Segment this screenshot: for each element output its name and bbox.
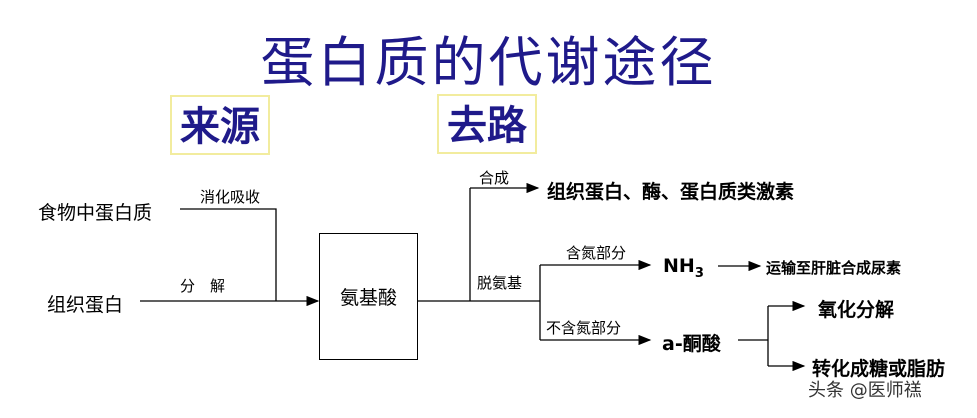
deamination-label: 脱氨基: [477, 274, 523, 292]
fate-header: 去路: [437, 94, 537, 154]
amino-acid-box: 氨基酸: [319, 233, 418, 360]
source-header: 来源: [170, 95, 270, 155]
nh3-main: NH: [663, 255, 695, 277]
digestion-label: 消化吸收: [200, 188, 261, 206]
tissue-protein-node: 组织蛋白: [47, 294, 124, 316]
nh3-subscript: 3: [694, 265, 704, 281]
amino-acid-label: 氨基酸: [339, 287, 397, 309]
page-title: 蛋白质的代谢途径: [260, 31, 717, 94]
oxidation-node: 氧化分解: [818, 299, 895, 321]
liver-urea-node: 运输至肝脏合成尿素: [766, 259, 902, 277]
digestion-line: [180, 208, 277, 301]
food-protein-node: 食物中蛋白质: [38, 202, 153, 224]
watermark: 头条 @医师禚: [808, 380, 922, 401]
synthesis-label: 合成: [479, 169, 510, 187]
non-nitrogen-part-label: 不含氮部分: [546, 319, 622, 337]
synthesis-products-node: 组织蛋白、酶、蛋白质类激素: [547, 181, 795, 203]
nh3-node: NH3: [663, 255, 704, 281]
nitrogen-part-label: 含氮部分: [566, 244, 627, 262]
sugar-fat-node: 转化成糖或脂肪: [812, 358, 946, 380]
keto-acid-node: a-酮酸: [662, 333, 721, 355]
decomposition-label: 分 解: [180, 277, 226, 295]
